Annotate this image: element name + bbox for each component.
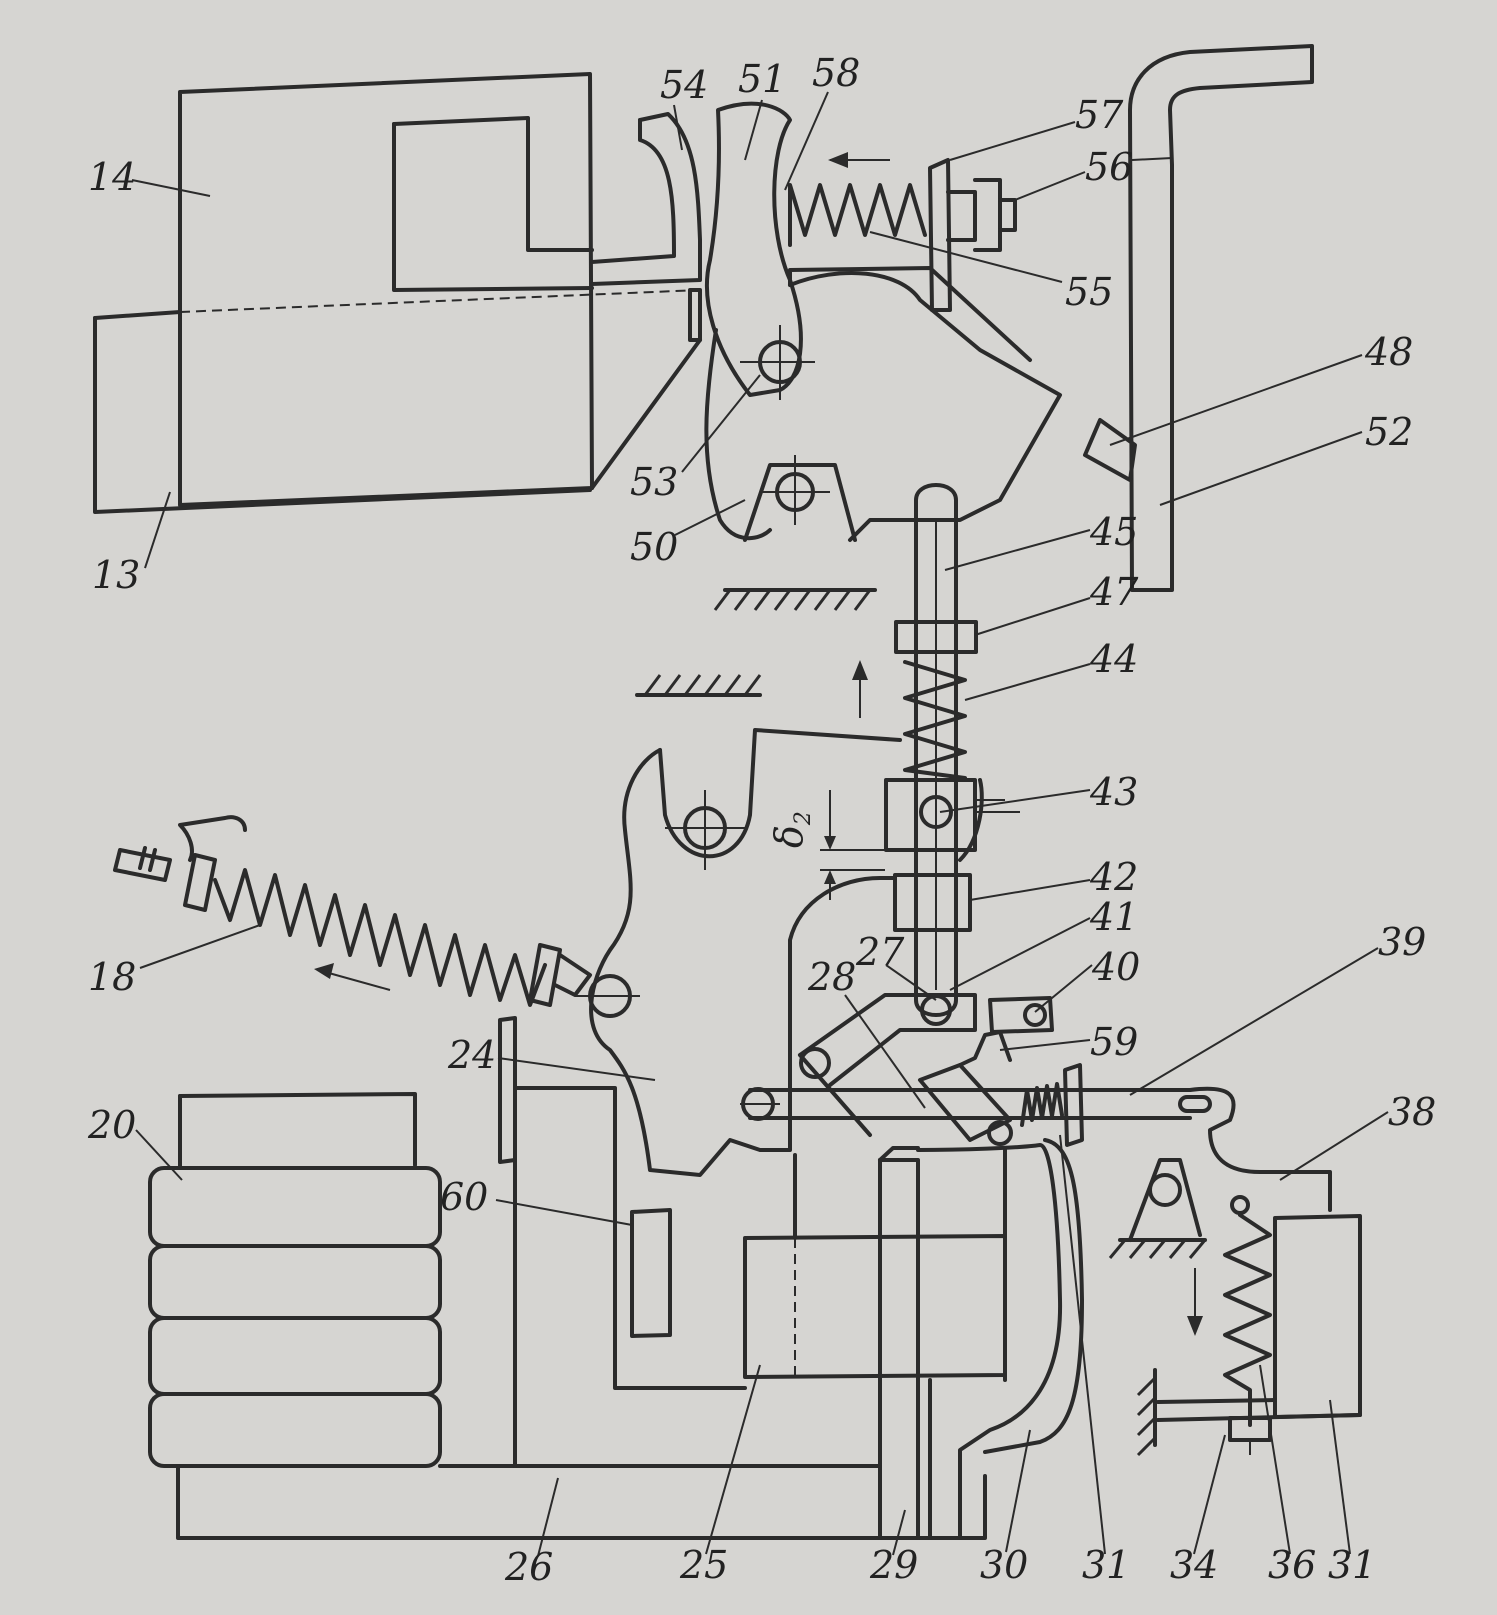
part-57-bracket <box>928 158 977 312</box>
label-27: 27 <box>855 930 905 974</box>
label-14: 14 <box>88 155 136 199</box>
label-58: 58 <box>812 51 860 95</box>
label-60: 60 <box>440 1175 488 1219</box>
label-20: 20 <box>87 1103 136 1147</box>
part-labels: 14 13 54 51 58 57 56 55 48 52 53 50 45 4… <box>87 51 1436 1589</box>
part-18-spring <box>113 815 640 1018</box>
arrow-spring-18 <box>314 963 391 991</box>
part-45-push-rod <box>914 483 958 1017</box>
part-29-stem <box>793 1146 932 1540</box>
arrow-up-45 <box>852 660 868 718</box>
part-14-housing <box>178 72 594 507</box>
label-42: 42 <box>1089 855 1138 899</box>
label-31-right: 31 <box>1328 1543 1376 1587</box>
arrow-spring-55 <box>828 152 890 168</box>
part-48-catch <box>1083 418 1137 482</box>
part-54-contact-arm <box>590 112 702 342</box>
label-47: 47 <box>1089 570 1139 614</box>
part-42-collar <box>893 873 972 932</box>
label-44: 44 <box>1089 637 1138 681</box>
part-44-spring <box>903 660 967 780</box>
part-47-collar <box>894 620 978 654</box>
label-30: 30 <box>980 1543 1028 1587</box>
label-34: 34 <box>1170 1543 1218 1587</box>
arrow-down-36 <box>1187 1268 1203 1336</box>
part-39-bar <box>740 1063 1192 1147</box>
gap-delta-2 <box>820 790 885 900</box>
part-40-latch <box>958 996 1054 1067</box>
label-18: 18 <box>88 955 136 999</box>
label-48: 48 <box>1364 330 1413 374</box>
label-56: 56 <box>1085 145 1133 189</box>
label-41: 41 <box>1089 895 1138 939</box>
label-24: 24 <box>447 1033 496 1077</box>
part-60-plate <box>630 1208 672 1338</box>
part-27-28-linkage <box>798 1047 1013 1146</box>
part-25-armature <box>743 1234 1007 1379</box>
part-34-nut <box>1228 1416 1272 1455</box>
part-52-rod <box>1128 44 1314 592</box>
label-43: 43 <box>1089 770 1138 814</box>
label-delta: δ2 <box>767 811 816 848</box>
label-51: 51 <box>738 57 786 101</box>
part-56-nut <box>973 178 1017 252</box>
label-31-left: 31 <box>1082 1543 1130 1587</box>
label-28: 28 <box>807 955 856 999</box>
part-13-base-plate <box>93 289 702 514</box>
label-59: 59 <box>1090 1020 1138 1064</box>
label-38: 38 <box>1388 1090 1436 1134</box>
label-25: 25 <box>679 1543 728 1587</box>
label-45: 45 <box>1089 510 1138 554</box>
leader-lines <box>131 91 1389 1557</box>
label-39: 39 <box>1378 920 1426 964</box>
label-52: 52 <box>1365 410 1413 454</box>
part-26-frame <box>176 1016 987 1540</box>
part-36-spring <box>1223 1195 1272 1427</box>
part-43-clevis <box>884 778 1020 852</box>
label-26: 26 <box>504 1545 553 1589</box>
part-50-latch-body <box>704 266 1062 611</box>
part-41-link <box>798 993 977 1087</box>
part-24-trip-lever <box>589 674 984 1177</box>
label-53: 53 <box>630 460 678 504</box>
label-13: 13 <box>92 553 140 597</box>
label-55: 55 <box>1065 270 1113 314</box>
part-30-yoke <box>916 1138 1084 1540</box>
label-50: 50 <box>630 525 678 569</box>
part-55-spring <box>788 183 927 247</box>
label-57: 57 <box>1075 93 1124 137</box>
label-40: 40 <box>1091 945 1140 989</box>
part-53-pivot <box>740 325 815 400</box>
part-20-coil-stack <box>148 1092 442 1468</box>
label-29: 29 <box>869 1543 918 1587</box>
part-38-lever <box>1108 1086 1332 1259</box>
label-36: 36 <box>1268 1543 1316 1587</box>
label-54: 54 <box>660 63 708 107</box>
part-51-latch-lever <box>705 101 803 397</box>
